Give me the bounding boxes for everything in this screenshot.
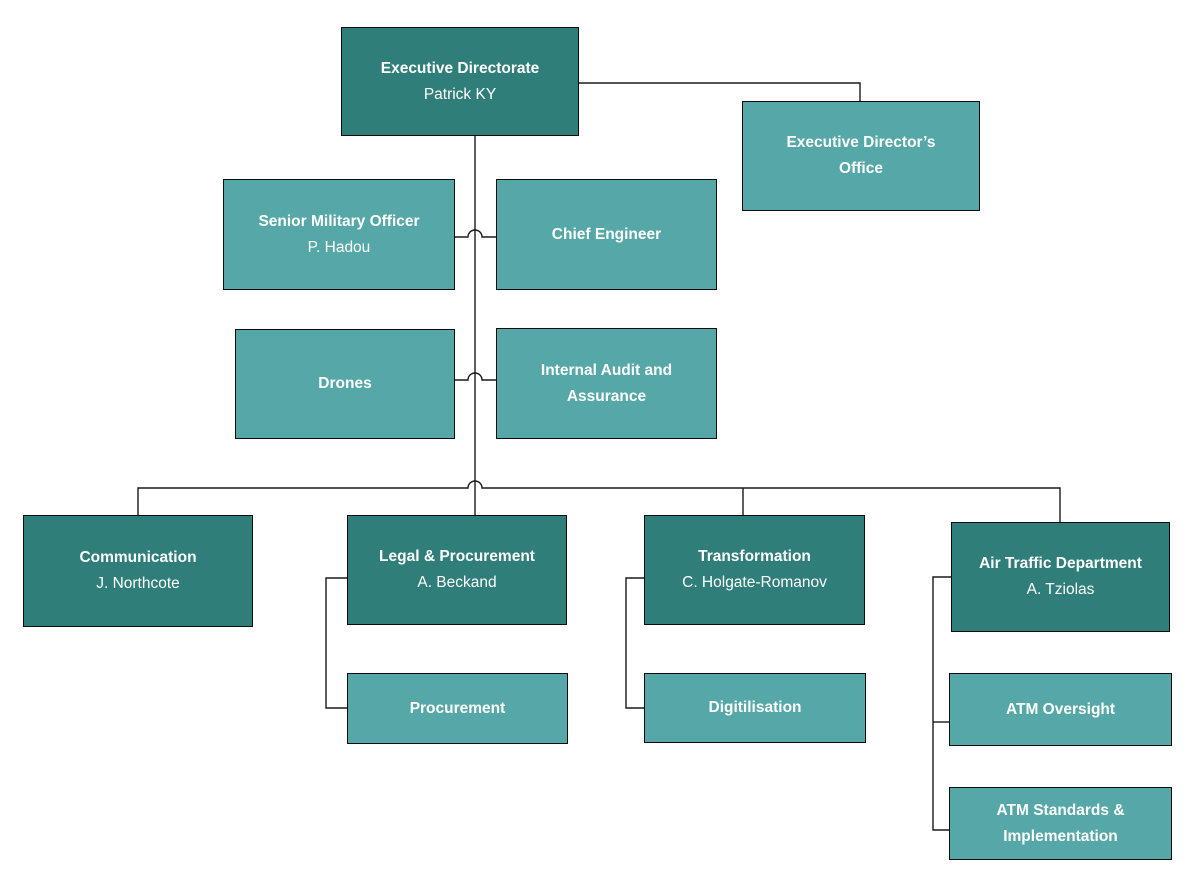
node-person: Patrick KY bbox=[423, 85, 497, 103]
node-title: Chief Engineer bbox=[551, 225, 662, 243]
node-person: C. Holgate-Romanov bbox=[682, 574, 827, 591]
node-person: J. Northcote bbox=[96, 575, 180, 592]
node-title: Digitilisation bbox=[708, 699, 802, 716]
node-title: ATM Standards & Implementation bbox=[996, 801, 1125, 845]
node-air-traffic-department[interactable]: Air Traffic Department A. Tziolas bbox=[951, 522, 1170, 632]
node-title: Executive Directorate bbox=[380, 59, 540, 77]
connector-smo-chief-engineer bbox=[455, 229, 496, 238]
connector-drones-internal-audit bbox=[455, 372, 496, 381]
node-chief-engineer[interactable]: Chief Engineer bbox=[496, 179, 717, 290]
node-legal-and-procurement[interactable]: Legal & Procurement A. Beckand bbox=[347, 515, 567, 625]
node-atm-oversight[interactable]: ATM Oversight bbox=[949, 673, 1172, 746]
node-drones[interactable]: Drones bbox=[235, 329, 455, 439]
connector-transformation-child bbox=[625, 577, 644, 709]
node-title: Drones bbox=[318, 375, 372, 392]
node-executive-directorate[interactable]: Executive Directorate Patrick KY bbox=[341, 27, 579, 136]
connector-exec-office bbox=[579, 82, 861, 101]
node-transformation[interactable]: Transformation C. Holgate-Romanov bbox=[644, 515, 865, 625]
node-procurement[interactable]: Procurement bbox=[347, 673, 568, 744]
node-atm-standards-and-implementation[interactable]: ATM Standards & Implementation bbox=[949, 787, 1172, 860]
node-person: A. Beckand bbox=[417, 574, 497, 591]
node-title: Legal & Procurement bbox=[379, 548, 535, 565]
node-digitilisation[interactable]: Digitilisation bbox=[644, 673, 866, 743]
node-title: Air Traffic Department bbox=[979, 555, 1142, 572]
node-title: Executive Director’s Office bbox=[786, 134, 936, 177]
node-title: Transformation bbox=[698, 548, 811, 565]
node-person: A. Tziolas bbox=[1026, 581, 1095, 598]
node-internal-audit-and-assurance[interactable]: Internal Audit and Assurance bbox=[496, 328, 717, 439]
node-person: P. Hadou bbox=[307, 238, 371, 256]
node-title: Internal Audit and Assurance bbox=[540, 361, 673, 405]
connector-distribution bbox=[137, 480, 1061, 522]
node-title: ATM Oversight bbox=[1005, 700, 1116, 718]
node-title: Procurement bbox=[409, 699, 506, 717]
node-title: Senior Military Officer bbox=[258, 212, 420, 230]
node-executive-directors-office[interactable]: Executive Director’s Office bbox=[742, 101, 980, 211]
connector-atd-children bbox=[932, 576, 951, 831]
node-senior-military-officer[interactable]: Senior Military Officer P. Hadou bbox=[223, 179, 455, 290]
node-title: Communication bbox=[79, 549, 197, 566]
connector-legal-procurement-child bbox=[325, 577, 347, 709]
node-communication[interactable]: Communication J. Northcote bbox=[23, 515, 253, 627]
